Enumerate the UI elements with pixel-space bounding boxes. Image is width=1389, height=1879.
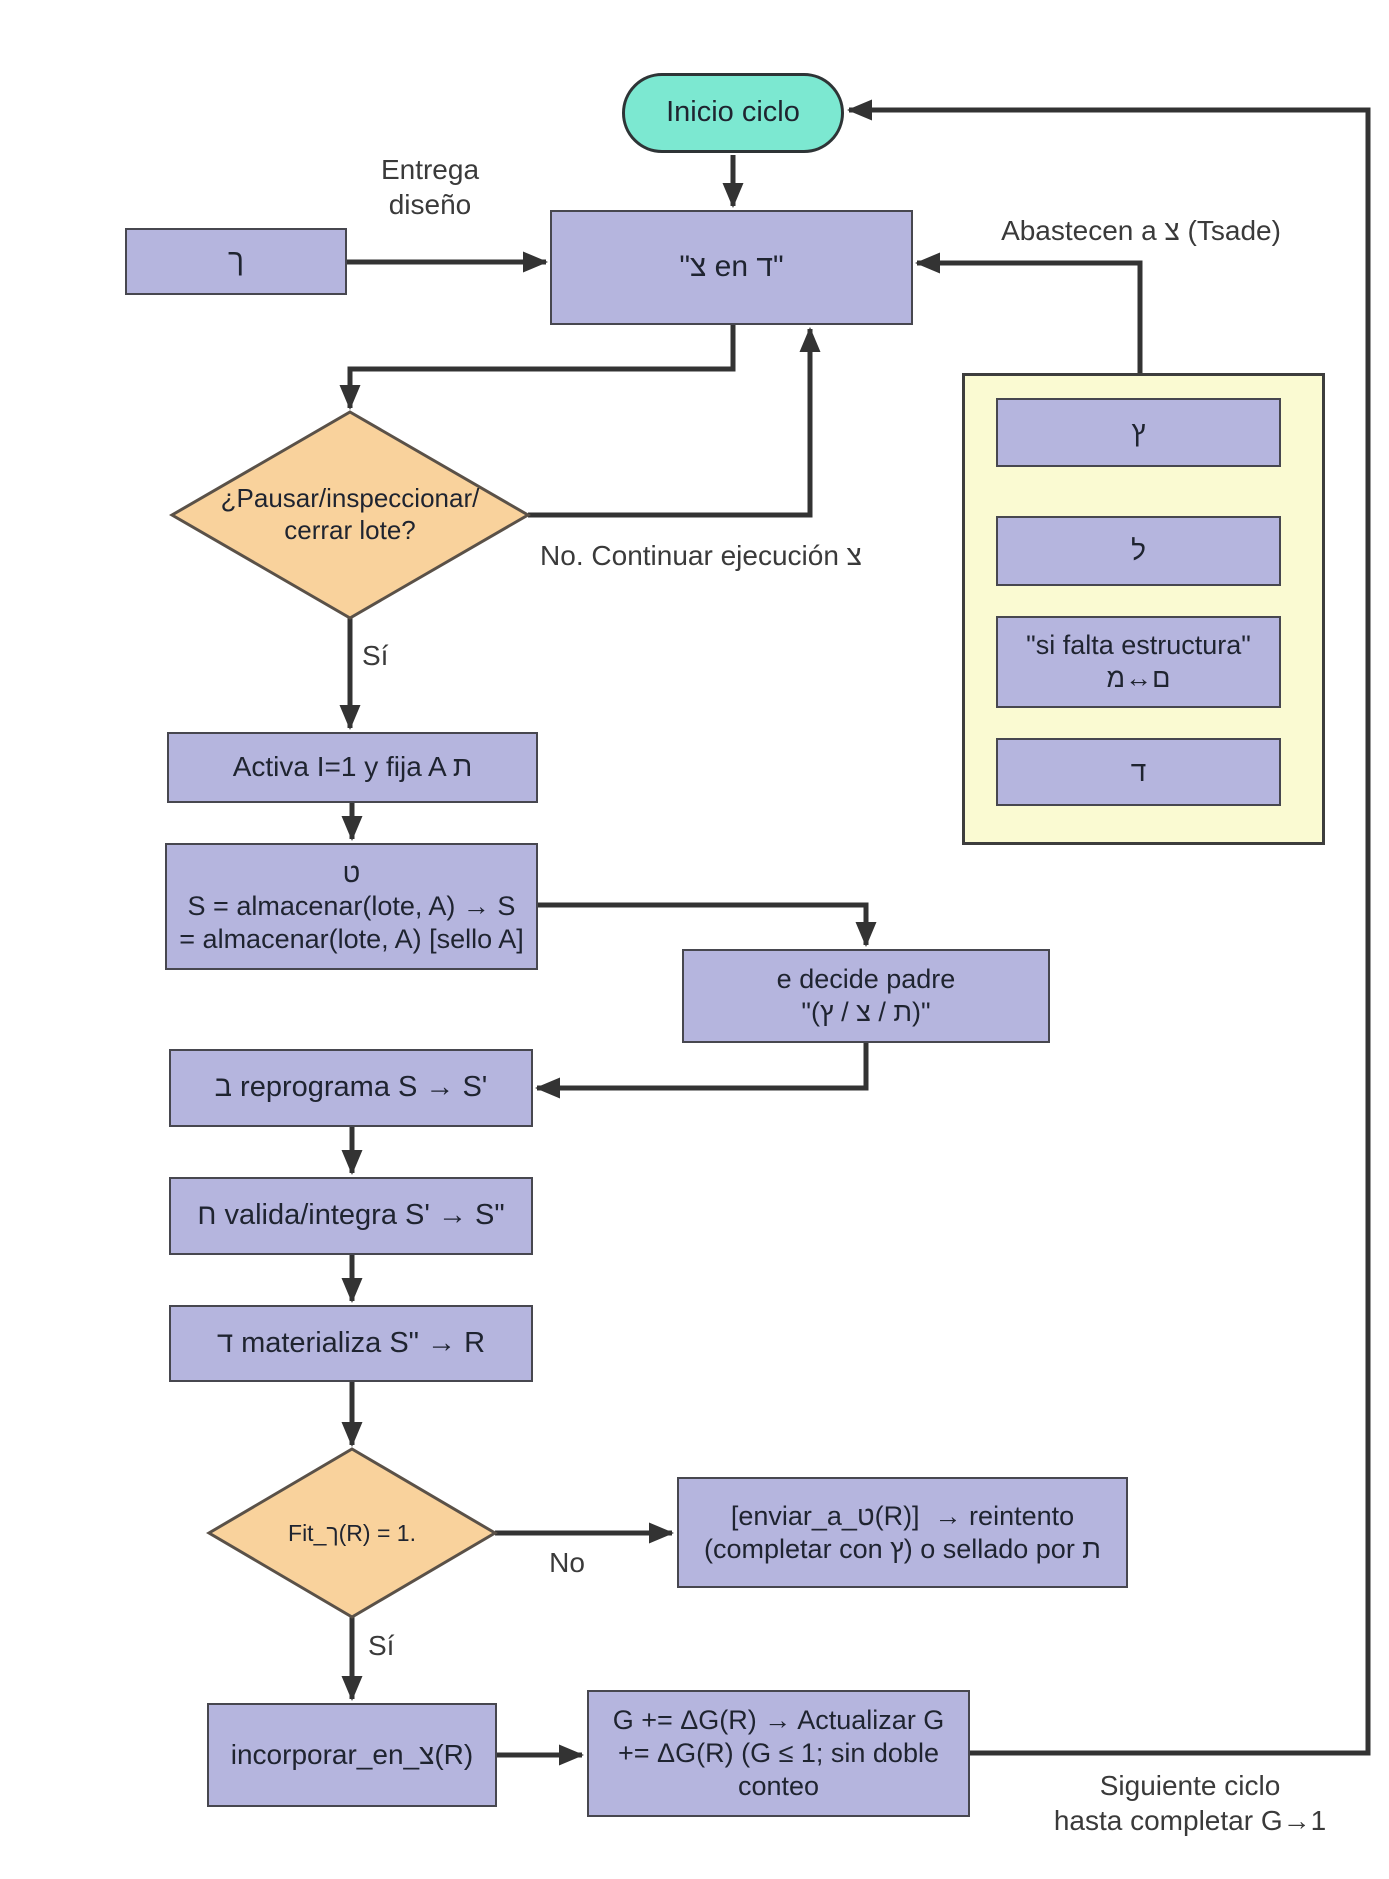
node-activa: Activa I=1 y fija A ת xyxy=(167,732,538,803)
node-incorporar: incorporar_en_צ(R) xyxy=(207,1703,497,1807)
node-ek: ך xyxy=(125,228,347,295)
group-item-tsade-final-label: ץ xyxy=(1131,416,1146,448)
group-item-dalet: ד xyxy=(996,738,1281,806)
node-almacenar: ט S = almacenar(lote, A) → S = almacenar… xyxy=(165,843,538,970)
edge-label-si-2: Sí xyxy=(368,1630,395,1661)
node-start-label: Inicio ciclo xyxy=(666,96,800,129)
node-decide-padre: e decide padre "(ץ / צ / ת)" xyxy=(682,949,1050,1043)
group-item-estructura: "si falta estructura" מ↔ם xyxy=(996,616,1281,708)
decision-pause-shape xyxy=(169,410,531,620)
edge-label-no-continuar: No. Continuar ejecución צ xyxy=(540,540,862,571)
node-activa-label: Activa I=1 y fija A ת xyxy=(232,751,473,783)
node-materializa-label: ד materializa S" → R xyxy=(216,1326,486,1359)
group-item-dalet-label: ד xyxy=(1130,755,1147,787)
edge-almacenar-to-decide xyxy=(538,902,877,948)
edge-group-to-main xyxy=(914,252,1143,373)
node-incorporar-label: incorporar_en_צ(R) xyxy=(230,1738,474,1770)
edge-label-abastecen: Abastecen a צ (Tsade) xyxy=(1001,215,1281,246)
decision-fit: Fit_ך(R) = 1. xyxy=(232,1505,472,1561)
edge-decide-to-reprograma xyxy=(534,1043,869,1099)
node-valida-label: ח valida/integra S' → S" xyxy=(197,1199,505,1232)
node-enviar: [enviar_a_ט(R)] → reintento (completar c… xyxy=(677,1477,1128,1588)
node-almacenar-label: ט S = almacenar(lote, A) → S = almacenar… xyxy=(179,858,524,954)
node-g-update-label: G += ΔG(R) → Actualizar G += ΔG(R) (G ≤ … xyxy=(612,1705,945,1801)
node-main: "צ en ד" xyxy=(550,210,913,325)
node-enviar-label: [enviar_a_ט(R)] → reintento (completar c… xyxy=(704,1500,1101,1564)
edge-label-si-1: Sí xyxy=(362,640,389,671)
decision-fit-shape xyxy=(206,1447,498,1619)
node-g-update: G += ΔG(R) → Actualizar G += ΔG(R) (G ≤ … xyxy=(587,1690,970,1817)
supplier-group: ץ ל "si falta estructura" מ↔ם ד xyxy=(962,373,1325,845)
group-item-tsade-final: ץ xyxy=(996,398,1281,467)
node-reprograma-label: ב reprograma S → S' xyxy=(214,1071,488,1104)
group-item-lamed: ל xyxy=(996,516,1281,586)
decision-pause-label: ¿Pausar/inspeccionar/ cerrar lote? xyxy=(220,483,480,545)
node-valida: ח valida/integra S' → S" xyxy=(169,1177,533,1255)
edge-label-entrega: Entrega diseño xyxy=(380,154,480,220)
node-decide-padre-label: e decide padre "(ץ / צ / ת)" xyxy=(776,964,956,1027)
edge-gupdate-loop-to-start xyxy=(846,99,1371,1756)
edge-label-siguiente: Siguiente ciclo hasta completar G→1 xyxy=(1053,1770,1327,1836)
group-item-estructura-label: "si falta estructura" מ↔ם xyxy=(1026,630,1251,693)
edge-label-no-2: No xyxy=(549,1547,585,1578)
decision-pause: ¿Pausar/inspeccionar/ cerrar lote? xyxy=(212,458,488,572)
edge-decision-pause-no-return xyxy=(528,326,821,518)
group-item-lamed-label: ל xyxy=(1131,534,1146,566)
edge-main-to-decision-pause xyxy=(339,325,736,411)
decision-fit-label: Fit_ך(R) = 1. xyxy=(288,1519,416,1546)
node-materializa: ד materializa S" → R xyxy=(169,1305,533,1382)
node-start: Inicio ciclo xyxy=(622,73,844,153)
node-reprograma: ב reprograma S → S' xyxy=(169,1049,533,1127)
node-main-label: "צ en ד" xyxy=(679,250,784,284)
node-ek-label: ך xyxy=(227,244,245,278)
